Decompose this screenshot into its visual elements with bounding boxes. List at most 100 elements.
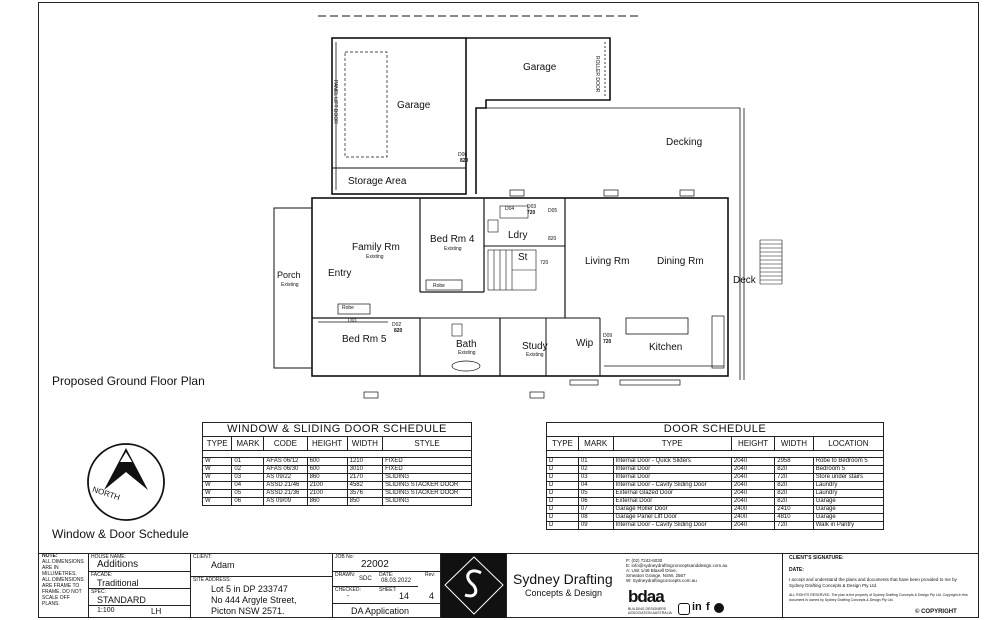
room-ldry: Ldry [508, 230, 528, 241]
table-cell: D [546, 505, 579, 514]
existing-note: Existing [458, 350, 476, 356]
table-cell: 860 [306, 497, 348, 506]
linkedin-icon[interactable]: in [692, 601, 702, 613]
contact-block: P: (02) 7242-6030 E: info@sydneydrafting… [626, 558, 727, 583]
rights-text: ALL RIGHTS RESERVED. The plan is the pro… [789, 593, 968, 602]
drawing-sheet [38, 2, 979, 618]
scale-value: 1:100 [97, 607, 115, 614]
table-cell: 2410 [774, 505, 814, 514]
checked-label: CHECKED: [335, 587, 361, 593]
table-cell: 01 [577, 457, 614, 466]
existing-note: Existing [526, 352, 544, 358]
table-cell: 820 [774, 489, 814, 498]
existing-note: Existing [281, 282, 299, 288]
room-bed5: Bed Rm 5 [342, 334, 387, 345]
table-cell: D [546, 473, 579, 482]
col-header: CODE [263, 436, 308, 451]
table-cell: W [201, 481, 233, 490]
instagram-icon[interactable] [678, 603, 690, 615]
room-family: Family Rm [352, 242, 400, 253]
table-cell: 820 [774, 497, 814, 506]
table-cell: 850 [346, 497, 384, 506]
accept-text: I accept and understand the plans and do… [789, 577, 957, 588]
table-cell: Garage [812, 497, 885, 506]
robe-label: Robe [433, 283, 445, 289]
room-bed4: Bed Rm 4 [430, 234, 475, 245]
contact-line: P: (02) 7242-6030 [626, 558, 663, 563]
room-kitchen: Kitchen [649, 342, 683, 353]
note-line: ARE FRAME TO [42, 583, 80, 589]
table-cell: FIXED [382, 465, 472, 474]
table-cell: 2100 [306, 489, 348, 498]
company-sub: Concepts & Design [525, 588, 603, 598]
drawn-value: SDC [359, 576, 372, 582]
table-cell: SLIDING [382, 497, 472, 506]
note-line: MILLIMETRES. [42, 571, 77, 577]
tb-notes: NOTE: ALL DIMENSIONS ARE IN MILLIMETRES.… [42, 553, 88, 618]
client-value: Adam [211, 560, 235, 570]
table-cell: 02 [577, 465, 614, 474]
col-header: HEIGHT [730, 436, 776, 451]
table-cell: Laundry [812, 489, 885, 498]
room-decking: Decking [666, 137, 703, 148]
company-logo [440, 553, 506, 618]
table-cell: Garage Roller Door [612, 505, 732, 514]
date-label: DATE: [379, 572, 394, 578]
notes-label: NOTE: [42, 553, 58, 559]
table-cell: 05 [577, 489, 614, 498]
panel-lift-door-label: PANEL LIFT DOOR [332, 80, 338, 124]
sheet-label: SHEET: [379, 587, 397, 593]
table-cell: D [546, 489, 579, 498]
table-cell: Internal Door [612, 473, 732, 482]
site-address-label: SITE ADDRESS: [193, 577, 231, 583]
table-cell: Garage Panel Lift Door [612, 513, 732, 522]
table-cell: External Door [612, 497, 732, 506]
table-cell: Internal Door [612, 465, 732, 474]
tb-signature: CLIENT'S SIGNATURE: DATE: I accept and u… [782, 553, 977, 618]
table-cell: 05 [231, 489, 265, 498]
hand-value: LH [151, 607, 162, 616]
copyright-text: COPYRIGHT [921, 609, 957, 615]
table-cell: D [546, 513, 579, 522]
col-header: WIDTH [774, 436, 814, 451]
note-line: ALL DIMENSIONS [42, 577, 84, 583]
roller-door-label: ROLLER DOOR [594, 56, 600, 93]
col-header: TYPE [612, 436, 732, 451]
table-cell: 820 [774, 481, 814, 490]
table-cell: 04 [577, 481, 614, 490]
table-cell: AS 09/09 [263, 497, 308, 506]
table-cell: 04 [231, 481, 265, 490]
houzz-icon[interactable] [714, 603, 724, 613]
schedule-heading: Window & Door Schedule [52, 527, 189, 541]
table-cell: 07 [577, 505, 614, 514]
col-header: STYLE [382, 436, 472, 451]
table-cell: 09 [577, 521, 614, 530]
table-cell: FIXED [382, 457, 472, 466]
table-cell: 06 [577, 497, 614, 506]
table-cell: D [546, 457, 579, 466]
note-line: FRAME. DO NOT [42, 589, 82, 595]
table-cell: W [201, 465, 233, 474]
table-cell: Robe to Bedroom 5 [812, 457, 885, 466]
note-line: SCALE OFF [42, 595, 70, 601]
table-cell: 720 [774, 521, 814, 530]
table-cell: Store under stairs [812, 473, 885, 482]
room-dining: Dining Rm [657, 256, 704, 267]
table-cell: Bedroom 5 [812, 465, 885, 474]
drawn-label: DRAWN: [335, 572, 356, 578]
facebook-icon[interactable]: f [706, 601, 710, 613]
tb-client: CLIENT: Adam SITE ADDRESS: Lot 5 in DP 2… [190, 553, 332, 618]
table-cell: 1210 [346, 457, 384, 466]
table-cell: ASSD 21/46 [263, 481, 308, 490]
table-cell: 08 [577, 513, 614, 522]
plan-title: Proposed Ground Floor Plan [52, 374, 205, 388]
table-cell: 03 [577, 473, 614, 482]
contact-line: Smeaton Grange, NSW, 2567 [626, 573, 686, 578]
table-cell: 2040 [730, 465, 776, 474]
